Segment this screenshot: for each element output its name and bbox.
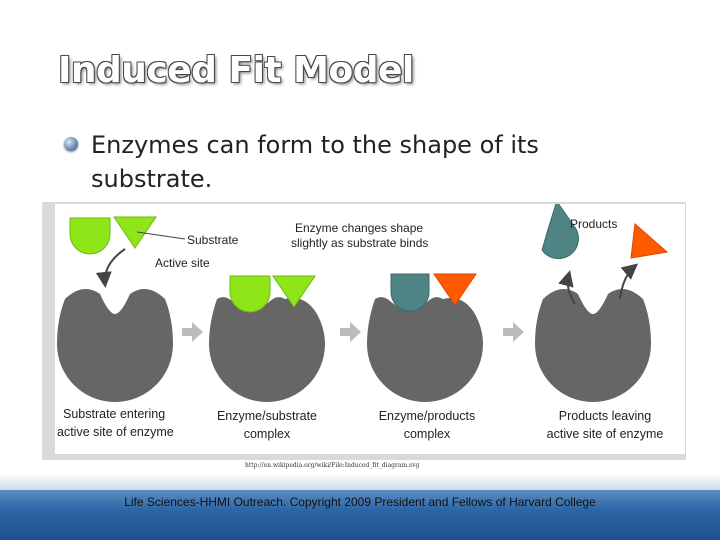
bound-substrate-semicircle xyxy=(229,275,271,313)
stage-3-caption-line-1: Enzyme/products xyxy=(379,409,476,423)
footer-gradient-band xyxy=(0,474,720,490)
label-substrate: Substrate xyxy=(187,233,239,247)
label-active-site: Active site xyxy=(155,256,210,270)
slide-title: Induced Fit Model xyxy=(58,50,414,91)
bullet-text-line-2: substrate. xyxy=(91,165,213,193)
stage-4-caption-line-2: active site of enzyme xyxy=(547,427,664,441)
product-orange-free xyxy=(630,222,669,259)
label-changes-line-2: slightly as substrate binds xyxy=(291,236,428,250)
bound-substrate-triangle xyxy=(272,275,316,308)
product-teal-free xyxy=(541,204,579,260)
step-arrow-3 xyxy=(503,322,524,342)
stage-3-caption-line-2: complex xyxy=(404,427,451,441)
leaving-arrow-right xyxy=(619,263,639,300)
product-teal-bound xyxy=(390,273,430,312)
step-arrow-2 xyxy=(340,322,361,342)
stage-1-caption-line-2: active site of enzyme xyxy=(57,425,174,439)
leaving-arrow-left xyxy=(558,270,576,305)
entering-arrow xyxy=(95,248,126,288)
stage-2-caption-line-1: Enzyme/substrate xyxy=(217,409,317,423)
product-orange-bound xyxy=(433,273,477,306)
enzyme-stage-2 xyxy=(209,297,325,402)
bullet-text-line-1: Enzymes can form to the shape of its xyxy=(91,131,539,159)
bullet-text: Enzymes can form to the shape of its sub… xyxy=(91,128,539,196)
footer-copyright: Life Sciences-HHMI Outreach. Copyright 2… xyxy=(124,495,596,509)
substrate-semicircle xyxy=(69,217,111,255)
enzyme-stage-1 xyxy=(57,289,173,402)
label-products: Products xyxy=(570,217,617,231)
diagram-canvas: Substrate Active site Enzyme changes sha… xyxy=(57,204,669,441)
enzyme-stage-4 xyxy=(535,289,651,402)
label-changes-line-1: Enzyme changes shape xyxy=(295,221,423,235)
footer-bar: Life Sciences-HHMI Outreach. Copyright 2… xyxy=(0,490,720,540)
bullet-dot-icon xyxy=(64,137,78,151)
stage-2-caption-line-2: complex xyxy=(244,427,291,441)
induced-fit-diagram: Substrate Active site Enzyme changes sha… xyxy=(55,204,685,454)
image-credit-link[interactable]: http://en.wikipedia.org/wiki/File:Induce… xyxy=(245,462,420,469)
substrate-pointer-line xyxy=(136,231,186,240)
stage-1-caption-line-1: Substrate entering xyxy=(63,407,165,421)
step-arrow-1 xyxy=(182,322,203,342)
substrate-triangle xyxy=(113,216,157,249)
enzyme-stage-3 xyxy=(367,297,483,402)
stage-4-caption-line-1: Products leaving xyxy=(559,409,651,423)
